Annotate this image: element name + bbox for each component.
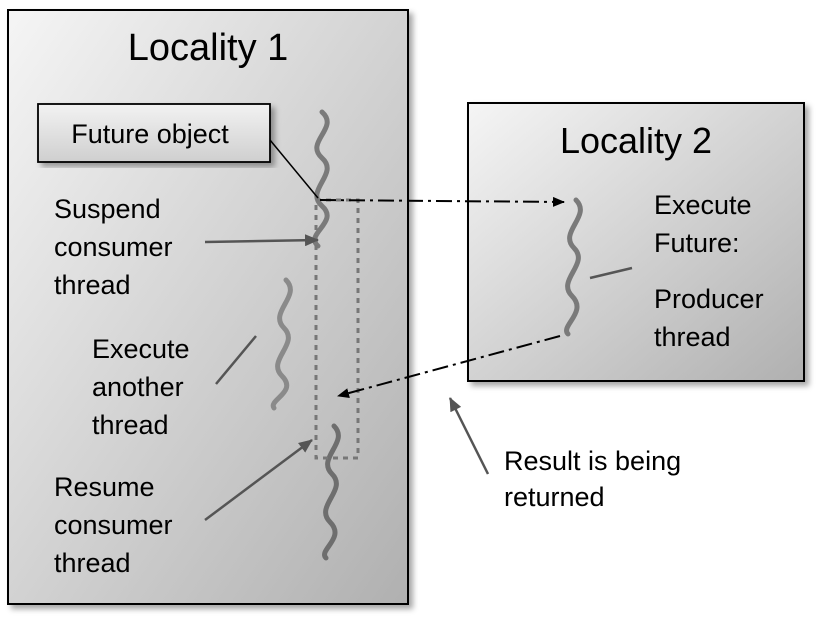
- execute-another-pointer: [215, 335, 257, 385]
- suspend-label-line: Suspend: [54, 194, 161, 224]
- execute-future-label-line: Execute: [654, 190, 752, 220]
- producer-label-line: thread: [654, 322, 731, 352]
- execute-another-label-line: another: [92, 372, 184, 402]
- consumer-thread-top-icon: [312, 109, 330, 249]
- result-label-line: Result is being: [504, 446, 681, 476]
- locality-2-box: Locality 2: [467, 102, 805, 382]
- producer-thread-icon: [564, 197, 583, 337]
- result-label-line: returned: [504, 482, 605, 512]
- result-arrow: [337, 335, 561, 398]
- result-label: Result is being returned: [504, 446, 681, 512]
- future-object-box: Future object: [37, 103, 271, 163]
- consumer-thread-bottom-icon: [322, 423, 341, 561]
- future-object-label: Future object: [71, 119, 229, 149]
- another-thread-icon: [270, 277, 293, 411]
- locality-2-title: Locality 2: [560, 120, 712, 161]
- suspend-label-line: thread: [54, 270, 131, 300]
- execute-another-label-line: thread: [92, 410, 169, 440]
- execute-future-label: Execute Future:: [654, 190, 752, 258]
- execute-future-label-line: Future:: [654, 228, 740, 258]
- request-arrow: [319, 196, 565, 207]
- producer-pointer: [589, 266, 633, 280]
- locality-1-title: Locality 1: [128, 27, 289, 69]
- suspend-pointer-arrow: [204, 234, 319, 247]
- future-object-connector: [269, 139, 319, 199]
- suspension-region: [314, 198, 360, 460]
- execute-another-label: Execute another thread: [92, 334, 190, 440]
- execute-another-label-line: Execute: [92, 334, 190, 364]
- suspend-label-line: consumer: [54, 232, 173, 262]
- result-pointer-arrow: [448, 397, 490, 475]
- producer-label: Producer thread: [654, 284, 764, 352]
- suspend-label: Suspend consumer thread: [54, 194, 173, 300]
- resume-label-line: thread: [54, 548, 131, 578]
- resume-label-line: consumer: [54, 510, 173, 540]
- resume-pointer-arrow: [204, 438, 313, 522]
- resume-label-line: Resume: [54, 472, 155, 502]
- resume-label: Resume consumer thread: [54, 472, 173, 578]
- producer-label-line: Producer: [654, 284, 764, 314]
